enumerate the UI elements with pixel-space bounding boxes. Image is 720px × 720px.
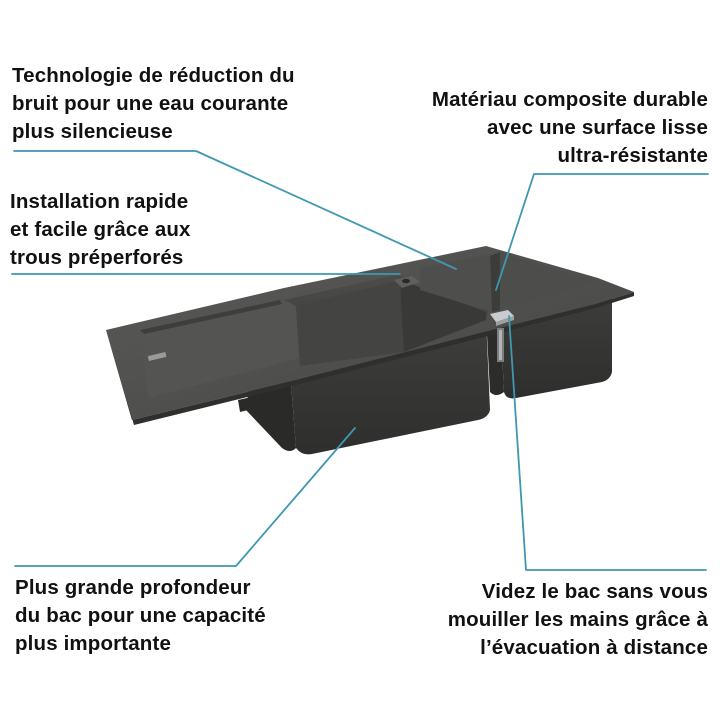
- callout-noise-reduction: Technologie de réduction du bruit pour u…: [12, 62, 295, 146]
- callout-bowl-depth: Plus grande profondeur du bac pour une c…: [15, 574, 266, 658]
- callout-line: du bac pour une capacité: [15, 604, 266, 627]
- callout-line: plus importante: [15, 632, 172, 655]
- callout-line: Technologie de réduction du: [12, 64, 295, 87]
- callout-composite-material: Matériau composite durable avec une surf…: [432, 86, 708, 170]
- callout-line: Installation rapide: [10, 190, 189, 213]
- tap-hole: [394, 276, 420, 288]
- callout-line: Matériau composite durable: [431, 88, 708, 111]
- callout-line: avec une surface lisse: [487, 116, 708, 139]
- callout-quick-installation: Installation rapide et facile grâce aux …: [10, 188, 191, 272]
- leader-material: [495, 173, 709, 291]
- callout-remote-drain: Videz le bac sans vous mouiller les main…: [448, 578, 708, 662]
- leader-noise: [13, 150, 457, 270]
- right-bowl-interior: [420, 252, 594, 312]
- callout-line: ultra-résistante: [557, 144, 708, 167]
- leader-drain: [508, 315, 707, 571]
- callout-line: trous préperforés: [10, 246, 184, 269]
- callout-line: Plus grande profondeur: [15, 576, 251, 599]
- callout-line: l’évacuation à distance: [480, 636, 708, 659]
- left-bowl-interior: [284, 274, 488, 366]
- callout-line: mouiller les mains grâce à: [447, 608, 708, 631]
- overflow-slot: [147, 352, 167, 361]
- callout-line: et facile grâce aux: [10, 218, 191, 241]
- callout-line: Videz le bac sans vous: [481, 580, 708, 603]
- leader-depth: [14, 427, 356, 567]
- callout-line: plus silencieuse: [12, 120, 173, 143]
- drainboard: [140, 300, 300, 412]
- callout-line: bruit pour une eau courante: [12, 92, 289, 115]
